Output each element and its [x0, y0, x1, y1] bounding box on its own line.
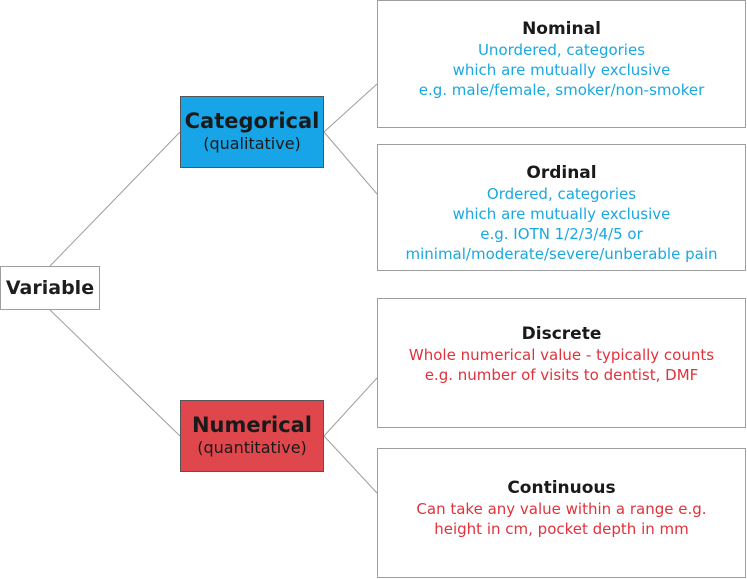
nominal-description-line: which are mutually exclusive	[452, 61, 671, 79]
continuous-description-line: Can take any value within a range e.g.	[416, 500, 707, 518]
variable-label: Variable	[5, 277, 95, 299]
connector-numerical-continuous	[323, 435, 378, 494]
variable-node: Variable	[0, 266, 100, 310]
continuous-example-line: height in cm, pocket depth in mm	[434, 520, 689, 538]
connector-variable-categorical	[49, 131, 181, 267]
discrete-description-line: Whole numerical value - typically counts	[408, 346, 715, 364]
connector-variable-numerical	[49, 309, 181, 437]
numerical-title: Numerical	[191, 413, 313, 437]
numerical-node: Numerical (quantitative)	[180, 400, 324, 472]
connector-numerical-discrete	[323, 377, 378, 437]
ordinal-example-line: e.g. IOTN 1/2/3/4/5 or	[480, 225, 643, 243]
nominal-example-line: e.g. male/female, smoker/non-smoker	[418, 81, 705, 99]
continuous-box: Continuous Can take any value within a r…	[377, 448, 746, 578]
ordinal-example-line: minimal/moderate/severe/unberable pain	[405, 245, 718, 263]
discrete-box: Discrete Whole numerical value - typical…	[377, 298, 746, 428]
nominal-box: Nominal Unordered, categories which are …	[377, 0, 746, 128]
connector-categorical-nominal	[323, 83, 378, 133]
discrete-title: Discrete	[521, 324, 602, 344]
numerical-subtitle: (quantitative)	[197, 438, 307, 457]
categorical-node: Categorical (qualitative)	[180, 96, 324, 168]
discrete-example-line: e.g. number of visits to dentist, DMF	[424, 366, 699, 384]
categorical-title: Categorical	[184, 109, 320, 133]
ordinal-description-line: which are mutually exclusive	[452, 205, 671, 223]
nominal-title: Nominal	[522, 19, 601, 39]
nominal-description-line: Unordered, categories	[477, 41, 646, 59]
connector-categorical-ordinal	[323, 131, 378, 195]
ordinal-box: Ordinal Ordered, categories which are mu…	[377, 144, 746, 271]
categorical-subtitle: (qualitative)	[203, 134, 301, 153]
continuous-title: Continuous	[507, 478, 616, 498]
ordinal-title: Ordinal	[526, 163, 597, 183]
ordinal-description-line: Ordered, categories	[486, 185, 637, 203]
